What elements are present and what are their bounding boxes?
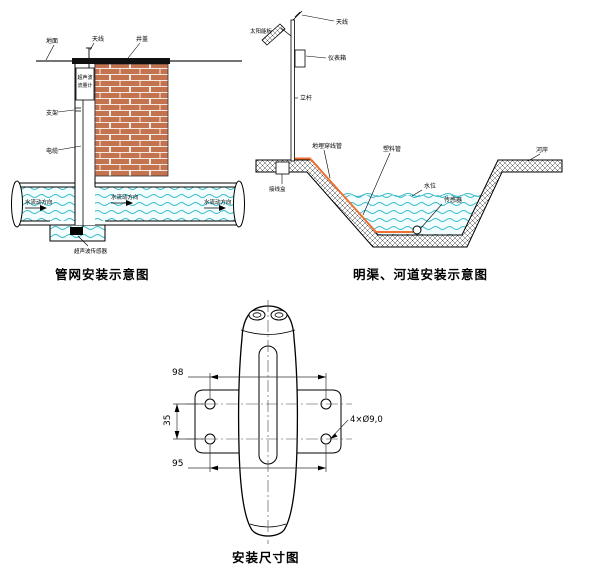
junction-box <box>275 161 290 175</box>
centerlines <box>186 300 352 544</box>
antenna-label: 天线 <box>92 35 104 43</box>
ultrasonic-probe <box>70 227 83 235</box>
hole-callout-text: 4×Ø9,0 <box>350 414 383 425</box>
pipe-top-wall <box>14 182 242 188</box>
instrument-box <box>294 49 306 68</box>
sensor-label: 传感器 <box>444 196 462 204</box>
flow-label-middle: 水流动方向 <box>111 193 139 201</box>
label-water-level: 水位 <box>411 182 436 197</box>
hole-callout: 4×Ø9,0 <box>330 414 383 439</box>
mounting-tab-right <box>296 389 342 454</box>
pole-label: 立杆 <box>300 94 312 102</box>
pipe-cap-right <box>233 180 245 228</box>
label-ground: 地面 <box>45 37 58 61</box>
solar-panel <box>261 23 292 46</box>
dim-95-text: 95 <box>172 459 183 469</box>
manhole-cover <box>72 58 170 64</box>
dimension-diagram-caption: 安装尺寸图 <box>232 550 300 565</box>
water-surface-line <box>342 193 484 197</box>
label-river-bank: 河岸 <box>527 146 548 162</box>
water-level-label: 水位 <box>424 182 436 190</box>
label-plastic-pipe: 塑料管 <box>362 145 401 216</box>
label-junction-box: 接线盒 <box>269 174 286 193</box>
bracket-label: 支架 <box>46 109 58 117</box>
label-antenna2: 天线 <box>301 14 348 26</box>
pipe-install-diagram: 超声波 流量计 地面 天线 井盖 支架 电缆 超声波传感器 <box>11 35 245 255</box>
channel-water <box>343 195 481 235</box>
pipe-bottom-wall <box>14 220 242 226</box>
label-buried-conduit: 地埋穿线管 <box>312 142 342 179</box>
cable-label: 电缆 <box>46 147 58 155</box>
label-sensor: 传感器 <box>420 196 462 229</box>
river-bank-label: 河岸 <box>536 146 548 154</box>
manhole-label: 井盖 <box>136 35 148 43</box>
cable-glands <box>248 309 288 321</box>
flow-annotation-left: 水流动方向 <box>25 198 53 211</box>
label-cable: 电缆 <box>46 145 82 155</box>
probe-label: 超声波传感器 <box>74 247 108 255</box>
junction-box-label: 接线盒 <box>269 185 286 193</box>
mounting-tab-left <box>194 389 240 454</box>
dim-35: 35 <box>163 403 204 440</box>
top-seam <box>240 329 296 335</box>
flow-meter-box: 超声波 流量计 <box>75 67 95 101</box>
buried-conduit-label: 地埋穿线管 <box>312 142 342 150</box>
flow-label-right: 水流动方向 <box>204 198 232 206</box>
pipe-cap-left <box>11 180 23 228</box>
label-pole: 立杆 <box>295 94 312 102</box>
plastic-pipe-label: 塑料管 <box>383 145 401 153</box>
label-instrument-box: 仪表箱 <box>305 54 346 62</box>
level-sensor <box>412 225 422 235</box>
dim-98-text: 98 <box>172 368 184 378</box>
channel-diagram-caption: 明渠、河道安装示意图 <box>353 267 489 282</box>
meter-text-line1: 超声波 <box>77 74 92 81</box>
solar-panel-label: 太阳能板 <box>250 27 273 35</box>
dimension-diagram: 98 35 95 4×Ø9,0 <box>163 300 383 544</box>
flow-annotation-right: 水流动方向 <box>204 198 232 211</box>
meter-text-line2: 流量计 <box>77 82 92 89</box>
antenna2-label: 天线 <box>336 18 348 26</box>
brick-wall <box>94 63 169 177</box>
instrument-box-label: 仪表箱 <box>328 54 346 62</box>
mounting-pole <box>290 19 295 162</box>
ground-label: 地面 <box>46 37 58 45</box>
label-solar-panel: 太阳能板 <box>250 27 273 35</box>
dim-98: 98 <box>172 368 327 398</box>
label-bracket: 支架 <box>46 109 75 117</box>
label-probe: 超声波传感器 <box>74 235 108 255</box>
conduit-pipe <box>294 157 413 233</box>
pole-antenna <box>292 10 303 21</box>
label-manhole-cover: 井盖 <box>127 35 148 59</box>
flow-annotation-middle: 水流动方向 <box>111 193 139 206</box>
pipe-diagram-caption: 管网安装示意图 <box>55 267 150 282</box>
dim-95: 95 <box>172 445 327 472</box>
inspection-shaft <box>75 64 95 225</box>
flow-label-left: 水流动方向 <box>25 198 53 206</box>
dim-35-text: 35 <box>163 415 173 426</box>
bracket <box>75 107 81 112</box>
label-antenna: 天线 <box>89 35 104 51</box>
channel-install-diagram: 太阳能板 天线 仪表箱 立杆 接线盒 地埋穿线管 塑料管 河岸 <box>250 10 563 248</box>
